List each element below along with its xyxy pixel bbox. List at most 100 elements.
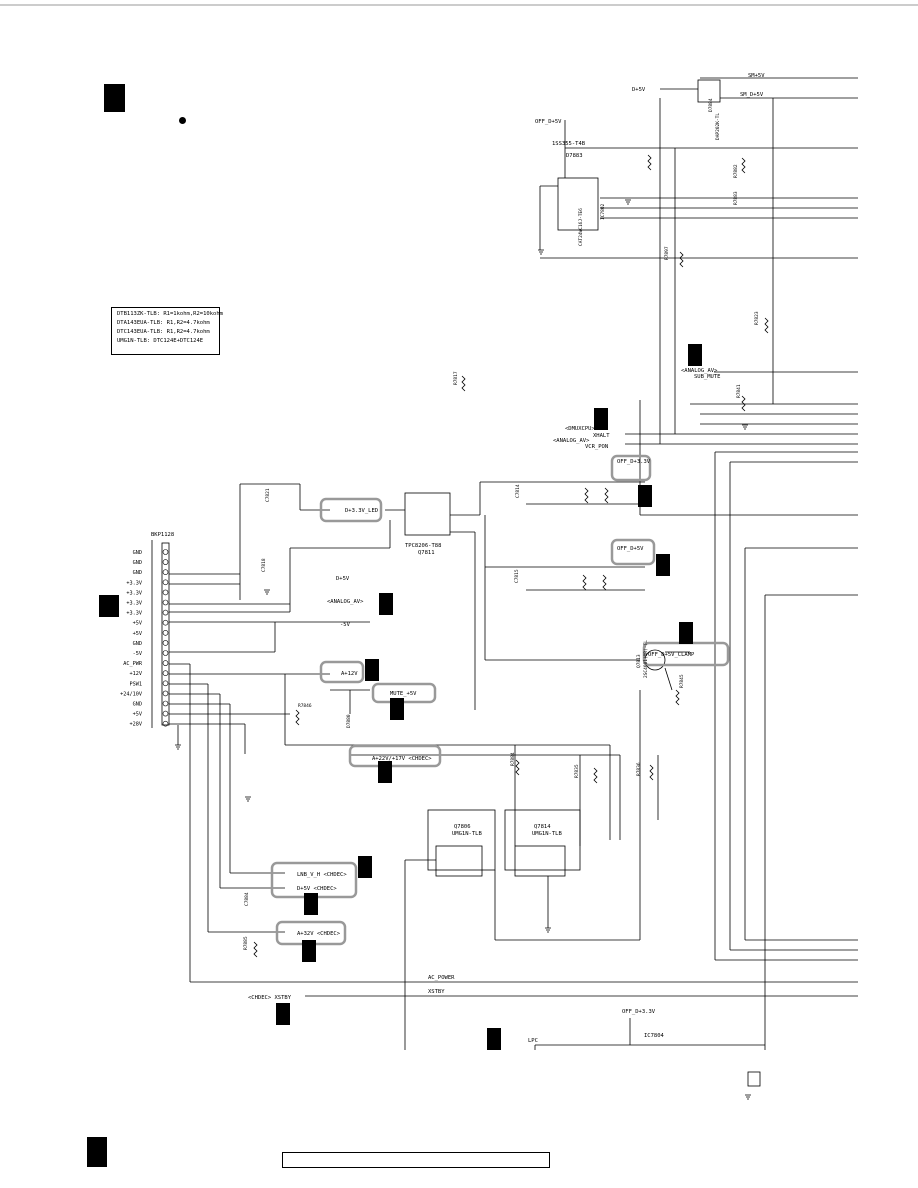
- label-xhalt: XHALT: [593, 433, 610, 439]
- connector-pin: [162, 559, 169, 565]
- connector-pin: [162, 690, 169, 697]
- label-analog-av-in: <ANALOG_AV>: [681, 368, 718, 374]
- connector-pin: [162, 579, 169, 586]
- label-r7897: R7897: [664, 246, 670, 260]
- marker-f: [679, 622, 693, 644]
- label-a32v: A+32V <CHDEC>: [297, 931, 341, 937]
- connector-pin-label: GND: [133, 641, 142, 647]
- connector-pin-label: +5V: [133, 631, 142, 637]
- label-analog-av2: <ANALOG_AV>: [553, 438, 590, 444]
- connector-pin: [162, 660, 169, 666]
- connector-pin-label: +3.3V: [126, 590, 142, 596]
- label-sub-mute: SUB_MUTE: [694, 374, 721, 380]
- marker-a: [688, 344, 702, 366]
- section-marker-bottom: [87, 1137, 107, 1167]
- label-r7835: R7835: [574, 764, 580, 778]
- connector-pin-label: GND: [133, 550, 142, 556]
- connector-pin-label: GND: [133, 560, 142, 566]
- label-r7817: R7817: [453, 371, 459, 385]
- connector-pin: [162, 569, 169, 576]
- label-xstby: XSTBY: [428, 989, 445, 995]
- connector-pin-label: +12V: [130, 671, 143, 677]
- connector-pin-label: +3.3V: [126, 601, 142, 607]
- connector-pin: [162, 670, 169, 677]
- connector-pin-label: +3.3V: [126, 611, 142, 617]
- connector-pin-label: PSW1: [130, 681, 143, 687]
- label-d5v-a: D+5V: [336, 576, 350, 582]
- label-c7815: C7815: [514, 569, 520, 583]
- connector-pin: [162, 700, 169, 707]
- connector-pin: [162, 609, 169, 616]
- label-ic-part: CAT24WC16J-TE6: [578, 208, 584, 246]
- label-q7806: Q7806: [454, 824, 471, 830]
- connector-pin: [162, 629, 169, 636]
- connector-pin-label: -5V: [133, 651, 142, 657]
- label-r7885: R7885: [243, 936, 249, 950]
- connector-pin-label: +3.3V: [126, 580, 142, 586]
- label-m5v: -5V: [340, 622, 351, 628]
- marker-m: [276, 1003, 290, 1025]
- connector-pin: [162, 650, 169, 656]
- label-diode-part: 1SS355-T4B: [552, 141, 586, 147]
- marker-g: [365, 659, 379, 681]
- label-ic-ref: IC7802: [600, 203, 606, 220]
- label-r7836: R7836: [636, 762, 642, 776]
- label-d7884: D7884: [708, 98, 714, 112]
- label-r7846: R7846: [298, 703, 312, 709]
- label-smd5v: SM_D+5V: [740, 92, 764, 98]
- legend-line-3: DTC143EUA-TLB: R1,R2=4.7kohm: [117, 329, 210, 335]
- label-d33-led: D+3.3V_LED: [345, 508, 378, 514]
- label-c7884: C7884: [244, 892, 250, 906]
- label-q7813: Q7813: [636, 654, 642, 668]
- footer-bar: [282, 1152, 550, 1168]
- label-dap: DAP202K-TL: [715, 113, 721, 140]
- marker-j: [358, 856, 372, 878]
- label-c7821: C7821: [265, 488, 271, 502]
- label-dmuxcpu: <DMUXCPU>: [565, 426, 595, 432]
- bullet-dot: [179, 117, 186, 124]
- marker-n: [487, 1028, 501, 1050]
- label-chdec-xstby: <CHDEC> XSTBY: [248, 995, 292, 1001]
- transistor-legend: DTB113ZK-TLB: R1=1kohm,R2=10kohm DTA143E…: [111, 307, 223, 355]
- label-q7806-part: UMG1N-TLB: [452, 831, 482, 837]
- label-r7845: R7845: [679, 674, 685, 688]
- marker-d: [656, 554, 670, 576]
- label-off-clamp: OFF_D+5V_CLAMP: [648, 652, 695, 658]
- label-connector-name: BKP1128: [151, 532, 174, 538]
- connector-pin-label: +5V: [133, 712, 142, 718]
- marker-i: [378, 761, 392, 783]
- label-r7882: R7882: [733, 164, 739, 178]
- side-marker: [99, 595, 119, 617]
- label-d7883: D7883: [566, 153, 583, 159]
- marker-e: [379, 593, 393, 615]
- label-analog-av-b: <ANALOG_AV>: [327, 599, 364, 605]
- connector-pin-label: +28V: [130, 722, 143, 728]
- label-c7814: C7814: [515, 484, 521, 498]
- label-off-d5v: OFF_D+5V: [535, 119, 562, 125]
- connector-pin: [162, 619, 169, 626]
- label-d5v-in: D+5V: [632, 87, 646, 93]
- section-marker-top: [104, 84, 125, 112]
- label-sm5v: SM+5V: [748, 73, 765, 79]
- label-off-d33b: OFF_D+3.3V: [622, 1009, 656, 1015]
- marker-k: [304, 893, 318, 915]
- label-r7884: R7884: [510, 752, 516, 766]
- connector-pin: [162, 599, 169, 606]
- marker-l: [302, 940, 316, 962]
- label-d5v-chdec: D+5V <CHDEC>: [297, 886, 337, 892]
- label-vcr-pon: VCR_PON: [585, 444, 608, 450]
- label-a22v: A+22V/+17V <CHDEC>: [372, 756, 432, 762]
- label-q7811-part: TPC8206-T88: [405, 543, 441, 549]
- label-lpc: LPC: [528, 1038, 538, 1044]
- label-q7814-part: UMG1N-TLB: [532, 831, 562, 837]
- label-mute5v: MUTE_+5V: [390, 691, 417, 697]
- label-off-d5v2: OFF_D+5V: [617, 546, 644, 552]
- marker-b: [594, 408, 608, 430]
- connector-pin-label: +5V: [133, 621, 142, 627]
- connector-pin-label: GND: [133, 570, 142, 576]
- label-d7880: D7880: [346, 714, 352, 728]
- connector-pin: [162, 680, 169, 687]
- label-a12v: A+12V: [341, 671, 358, 677]
- label-ac-power: AC_POWER: [428, 975, 455, 981]
- label-off-d33: OFF_D+3.3V: [617, 459, 651, 465]
